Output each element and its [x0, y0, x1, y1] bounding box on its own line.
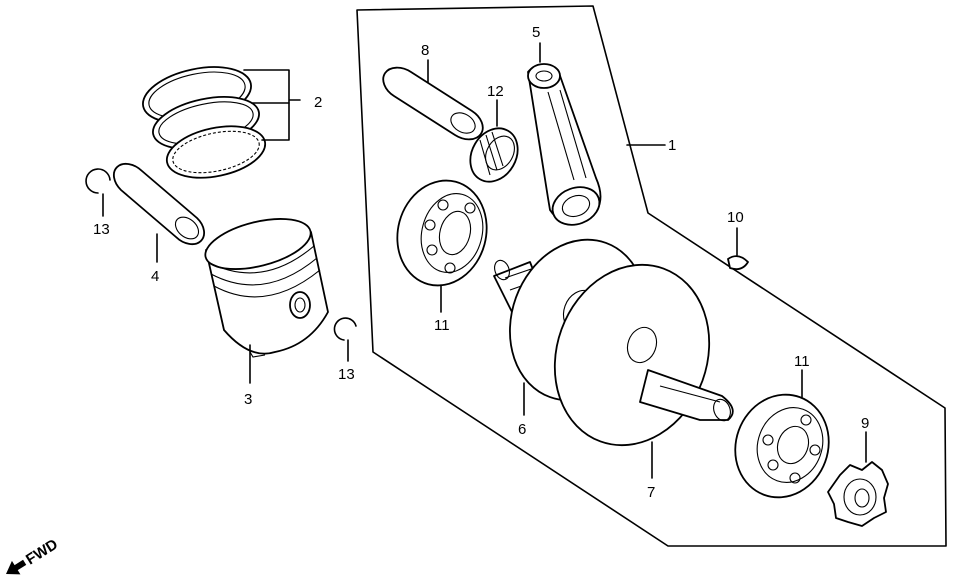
- assembly-boundary: [356, 5, 947, 547]
- ball-bearing-right: [734, 393, 830, 499]
- callout-11-left: 11: [434, 317, 450, 334]
- needle-bearing: [469, 127, 519, 183]
- callout-3: 3: [244, 391, 252, 408]
- crankshaft: [493, 238, 734, 447]
- connecting-rod: [527, 63, 602, 226]
- callout-2: 2: [314, 94, 322, 111]
- callout-13-right: 13: [338, 366, 355, 383]
- callout-8: 8: [421, 42, 429, 59]
- callout-7: 7: [647, 484, 655, 501]
- leader-lines: [102, 42, 867, 479]
- callout-5: 5: [532, 24, 540, 41]
- callout-6: 6: [518, 421, 526, 438]
- piston: [204, 218, 329, 358]
- callout-9: 9: [861, 415, 869, 432]
- callout-4: 4: [151, 268, 159, 285]
- timing-sprocket: [827, 461, 889, 527]
- arrow-down-left-icon: [6, 559, 27, 575]
- fwd-indicator: FWD: [6, 536, 61, 575]
- callout-13-left: 13: [93, 221, 110, 238]
- piston-rings: [142, 66, 267, 179]
- circlip-right: [333, 317, 357, 341]
- callout-11-right: 11: [794, 353, 810, 370]
- fwd-label: FWD: [23, 536, 61, 569]
- callout-10: 10: [727, 209, 744, 226]
- piston-pin: [112, 162, 206, 246]
- crank-pin: [382, 66, 484, 141]
- callout-1: 1: [668, 137, 676, 154]
- ball-bearing-left: [396, 179, 488, 287]
- circlip-left: [85, 168, 111, 194]
- callout-12: 12: [487, 83, 504, 100]
- woodruff-key: [727, 255, 749, 271]
